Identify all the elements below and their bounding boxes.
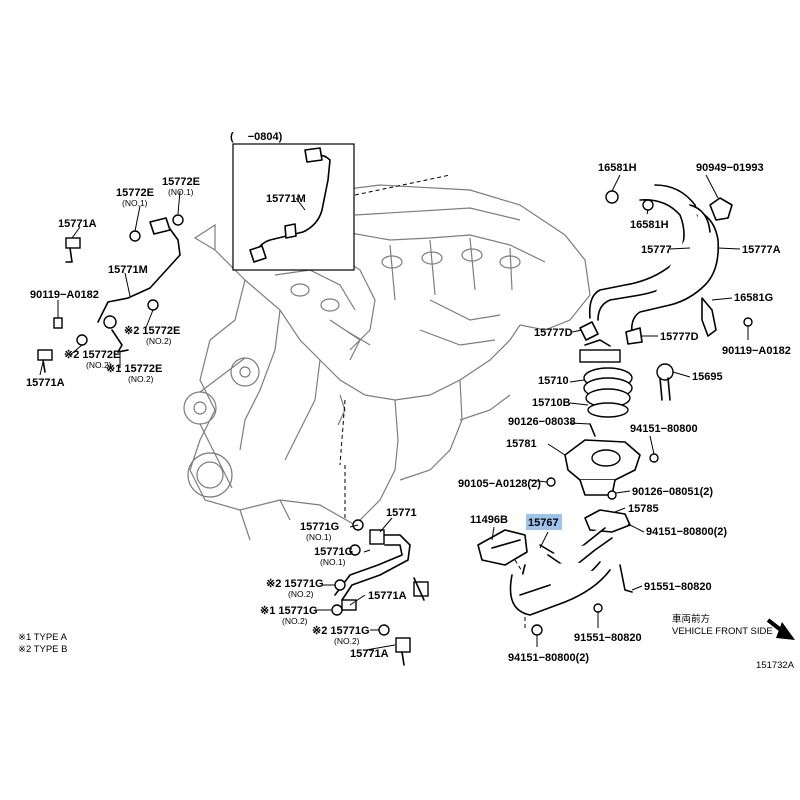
callout-16581H_a: 16581H [598, 162, 637, 174]
callout-15771A_c: 15771A [368, 590, 407, 602]
oil-line-15771m [37, 214, 184, 373]
callout-15771G_c-sub: (NO.2) [288, 589, 314, 599]
callout-15772E_a-sub: (NO.1) [122, 198, 148, 208]
callout-16581G: 16581G [734, 292, 773, 304]
coolant-hoses [579, 184, 753, 345]
callout-90126_a: 90126−08038 [508, 416, 576, 428]
callout-16581H_b: 16581H [630, 219, 669, 231]
callout-90126_b: 90126−08051(2) [632, 486, 713, 498]
callout-94151_a: 94151−80800 [630, 423, 698, 435]
callout-91551_a: 91551−80820 [644, 581, 712, 593]
callout-15767: 15767 [528, 517, 559, 529]
callout-15771G_b-sub: (NO.1) [320, 557, 346, 567]
callout-90119_a: 90119−A0182 [30, 289, 99, 301]
callout-15772E_b-sub: (NO.1) [168, 187, 194, 197]
callout-15771G_d: ※1 15771G [260, 605, 318, 617]
callout-15771G_c: ※2 15771G [266, 578, 324, 590]
callout-15772E_c-sub: (NO.2) [86, 360, 112, 370]
callout-15772E_c: ※2 15772E [64, 349, 120, 361]
callout-15777D_a: 15777D [534, 327, 573, 339]
direction-jp: 車両前方 [672, 613, 710, 625]
callout-15710B: 15710B [532, 397, 571, 409]
callout-90105: 90105−A0128(2) [458, 478, 541, 490]
callout-15771G_e-sub: (NO.2) [334, 636, 360, 646]
oil-cooler-stack [546, 339, 674, 500]
inset-range-label: ( −0804) [230, 131, 283, 143]
callout-11496B: 11496B [470, 514, 508, 526]
callout-15771A_d: 15771A [350, 648, 389, 660]
callout-15777D_b: 15777D [660, 331, 699, 343]
oil-pipe-15767 [477, 509, 633, 636]
direction-en: VEHICLE FRONT SIDE [672, 626, 773, 637]
callout-15771A_b: 15771A [26, 377, 65, 389]
callout-15772E_e: ※1 15772E [106, 363, 162, 375]
callout-15710: 15710 [538, 375, 569, 387]
callout-15771G_a-sub: (NO.1) [306, 532, 332, 542]
callout-91551_b: 91551−80820 [574, 632, 642, 644]
callout-15771G_e: ※2 15771G [312, 625, 370, 637]
oil-line-15771 [331, 519, 429, 666]
engine-block-outline [183, 184, 591, 541]
leader-lines [39, 174, 749, 651]
callout-15771: 15771 [386, 507, 417, 519]
callout-15771M: 15771M [108, 264, 148, 276]
callout-90119_b: 90119−A0182 [722, 345, 791, 357]
legend-type-a: ※1 TYPE A [18, 632, 68, 643]
inset-part-label: 15771M [266, 193, 306, 205]
callout-labels: 15772E(NO.1)15772E(NO.1)15771A15771M9011… [26, 162, 791, 664]
callout-15781: 15781 [506, 438, 537, 450]
callout-15777A: 15777A [742, 244, 781, 256]
callout-94151_c: 94151−80800(2) [508, 652, 589, 664]
highlight-15767 [526, 514, 562, 530]
callout-15772E_a: 15772E [116, 187, 154, 199]
callout-15771A_a: 15771A [58, 218, 97, 230]
callout-15777: 15777 [641, 244, 672, 256]
callout-15772E_b: 15772E [162, 176, 200, 188]
figure-id: 151732A [756, 660, 795, 671]
callout-15772E_d-sub: (NO.2) [146, 336, 172, 346]
front-direction-arrow-icon [766, 618, 795, 640]
callout-15695: 15695 [692, 371, 723, 383]
callout-15772E_d: ※2 15772E [124, 325, 180, 337]
callout-90949: 90949−01993 [696, 162, 764, 174]
legend-type-b: ※2 TYPE B [18, 644, 68, 655]
inset-box [232, 143, 355, 271]
callout-15771G_a: 15771G [300, 521, 339, 533]
callout-94151_b: 94151−80800(2) [646, 526, 727, 538]
callout-15785: 15785 [628, 503, 659, 515]
callout-15772E_e-sub: (NO.2) [128, 374, 154, 384]
callout-15771G_d-sub: (NO.2) [282, 616, 308, 626]
callout-15771G_b: 15771G [314, 546, 353, 558]
